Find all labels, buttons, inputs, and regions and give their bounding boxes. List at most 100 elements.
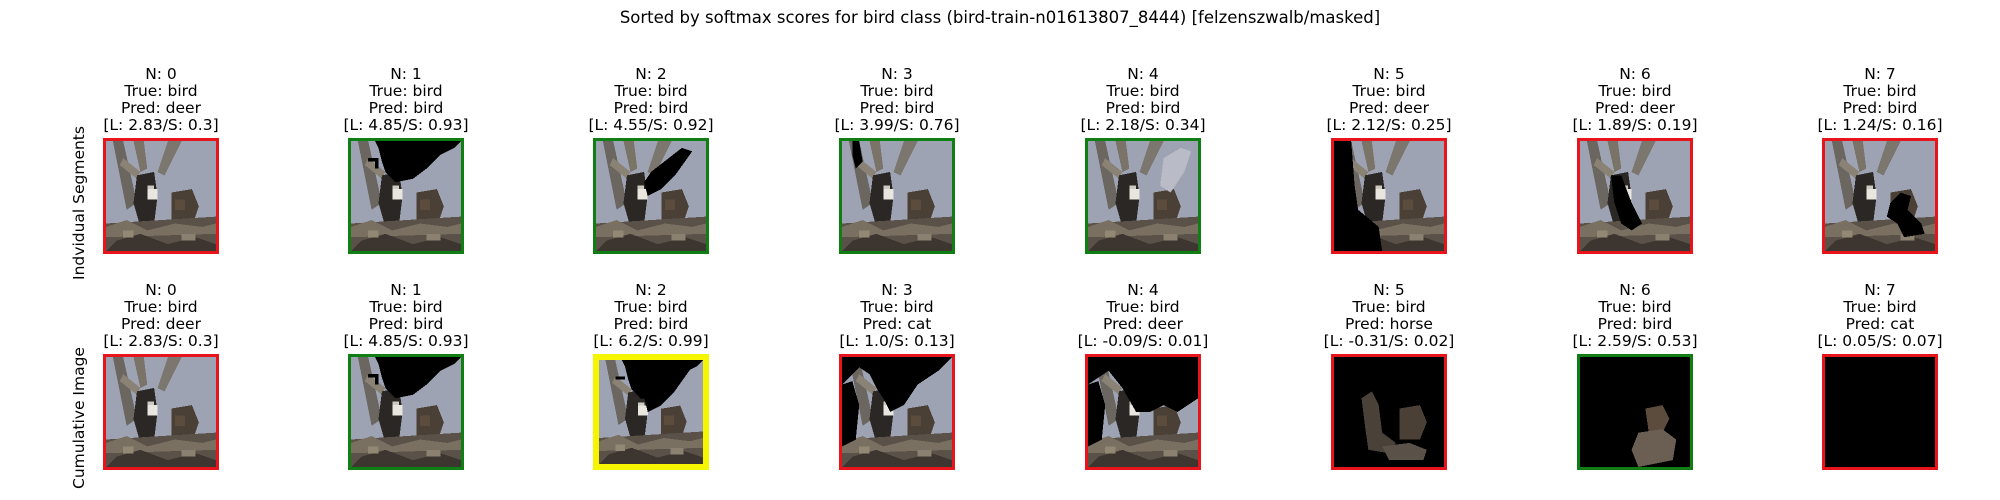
segment-thumbnail (348, 354, 464, 470)
caption-index: N: 6 (1619, 65, 1651, 83)
caption-pred-label: Pred: deer (1349, 99, 1429, 117)
caption-pred-label: Pred: bird (368, 315, 444, 333)
caption-score: [L: 4.85/S: 0.93] (343, 116, 469, 134)
caption-score: [L: 2.83/S: 0.3] (103, 332, 219, 350)
thumbnail-image (106, 141, 216, 251)
segment-thumbnail (103, 138, 219, 254)
caption-true-label: True: bird (369, 82, 443, 100)
segment-thumbnail (593, 354, 709, 470)
caption-pred-label: Pred: deer (1595, 99, 1675, 117)
caption-true-label: True: bird (860, 298, 934, 316)
thumbnail-image (351, 141, 461, 251)
caption-true-label: True: bird (1352, 298, 1426, 316)
caption-true-label: True: bird (1352, 82, 1426, 100)
caption-index: N: 7 (1864, 65, 1896, 83)
thumbnail-image (351, 357, 461, 467)
caption-pred-label: Pred: deer (121, 99, 201, 117)
thumbnail-image (1334, 141, 1444, 251)
segment-thumbnail (839, 138, 955, 254)
caption-index: N: 2 (635, 65, 667, 83)
caption-index: N: 7 (1864, 281, 1896, 299)
caption-true-label: True: bird (124, 82, 198, 100)
segment-thumbnail (593, 138, 709, 254)
caption-pred-label: Pred: bird (1597, 315, 1673, 333)
caption-pred-label: Pred: deer (121, 315, 201, 333)
segment-thumbnail (1822, 138, 1938, 254)
segment-thumbnail (1331, 354, 1447, 470)
thumbnail-image (1825, 357, 1935, 467)
caption-score: [L: 2.18/S: 0.34] (1080, 116, 1206, 134)
caption-true-label: True: bird (614, 82, 688, 100)
caption-score: [L: -0.09/S: 0.01] (1077, 332, 1209, 350)
caption-index: N: 0 (145, 65, 177, 83)
caption-pred-label: Pred: bird (368, 99, 444, 117)
caption-score: [L: 2.83/S: 0.3] (103, 116, 219, 134)
segment-thumbnail (1331, 138, 1447, 254)
caption-index: N: 1 (390, 65, 422, 83)
thumbnail-image (106, 357, 216, 467)
caption-index: N: 2 (635, 281, 667, 299)
thumbnail-image (1334, 357, 1444, 467)
caption-score: [L: 1.24/S: 0.16] (1817, 116, 1943, 134)
segment-thumbnail (1085, 354, 1201, 470)
caption-index: N: 5 (1373, 65, 1405, 83)
thumbnail-image (596, 141, 706, 251)
segment-thumbnail (1822, 354, 1938, 470)
caption-true-label: True: bird (614, 298, 688, 316)
caption-pred-label: Pred: cat (1845, 315, 1915, 333)
caption-index: N: 4 (1127, 281, 1159, 299)
thumbnail-image (1088, 357, 1198, 467)
segment-thumbnail (1577, 138, 1693, 254)
caption-score: [L: 1.89/S: 0.19] (1572, 116, 1698, 134)
thumbnail-image (599, 360, 703, 464)
segment-thumbnail (348, 138, 464, 254)
caption-index: N: 4 (1127, 65, 1159, 83)
caption-pred-label: Pred: bird (613, 99, 689, 117)
figure-title: Sorted by softmax scores for bird class … (619, 8, 1381, 27)
caption-pred-label: Pred: cat (862, 315, 932, 333)
segment-thumbnail (103, 354, 219, 470)
caption-index: N: 1 (390, 281, 422, 299)
segment-thumbnail (839, 354, 955, 470)
thumbnail-image (842, 141, 952, 251)
caption-pred-label: Pred: bird (1842, 99, 1918, 117)
caption-pred-label: Pred: horse (1345, 315, 1433, 333)
caption-true-label: True: bird (124, 298, 198, 316)
caption-score: [L: 4.85/S: 0.93] (343, 332, 469, 350)
caption-index: N: 5 (1373, 281, 1405, 299)
segment-thumbnail (1085, 138, 1201, 254)
caption-score: [L: 6.2/S: 0.99] (593, 332, 709, 350)
caption-score: [L: 2.12/S: 0.25] (1326, 116, 1452, 134)
caption-true-label: True: bird (369, 298, 443, 316)
row-label-cumulative: Cumulative Image (70, 347, 88, 489)
caption-true-label: True: bird (1843, 298, 1917, 316)
caption-pred-label: Pred: bird (859, 99, 935, 117)
caption-true-label: True: bird (1106, 298, 1180, 316)
caption-score: [L: 1.0/S: 0.13] (839, 332, 955, 350)
caption-true-label: True: bird (1598, 82, 1672, 100)
caption-score: [L: 0.05/S: 0.07] (1817, 332, 1943, 350)
caption-index: N: 6 (1619, 281, 1651, 299)
segment-thumbnail (1577, 354, 1693, 470)
caption-true-label: True: bird (1598, 298, 1672, 316)
thumbnail-image (842, 357, 952, 467)
caption-score: [L: 2.59/S: 0.53] (1572, 332, 1698, 350)
caption-index: N: 3 (881, 65, 913, 83)
caption-score: [L: 3.99/S: 0.76] (834, 116, 960, 134)
caption-score: [L: -0.31/S: 0.02] (1323, 332, 1455, 350)
caption-true-label: True: bird (1106, 82, 1180, 100)
caption-index: N: 3 (881, 281, 913, 299)
